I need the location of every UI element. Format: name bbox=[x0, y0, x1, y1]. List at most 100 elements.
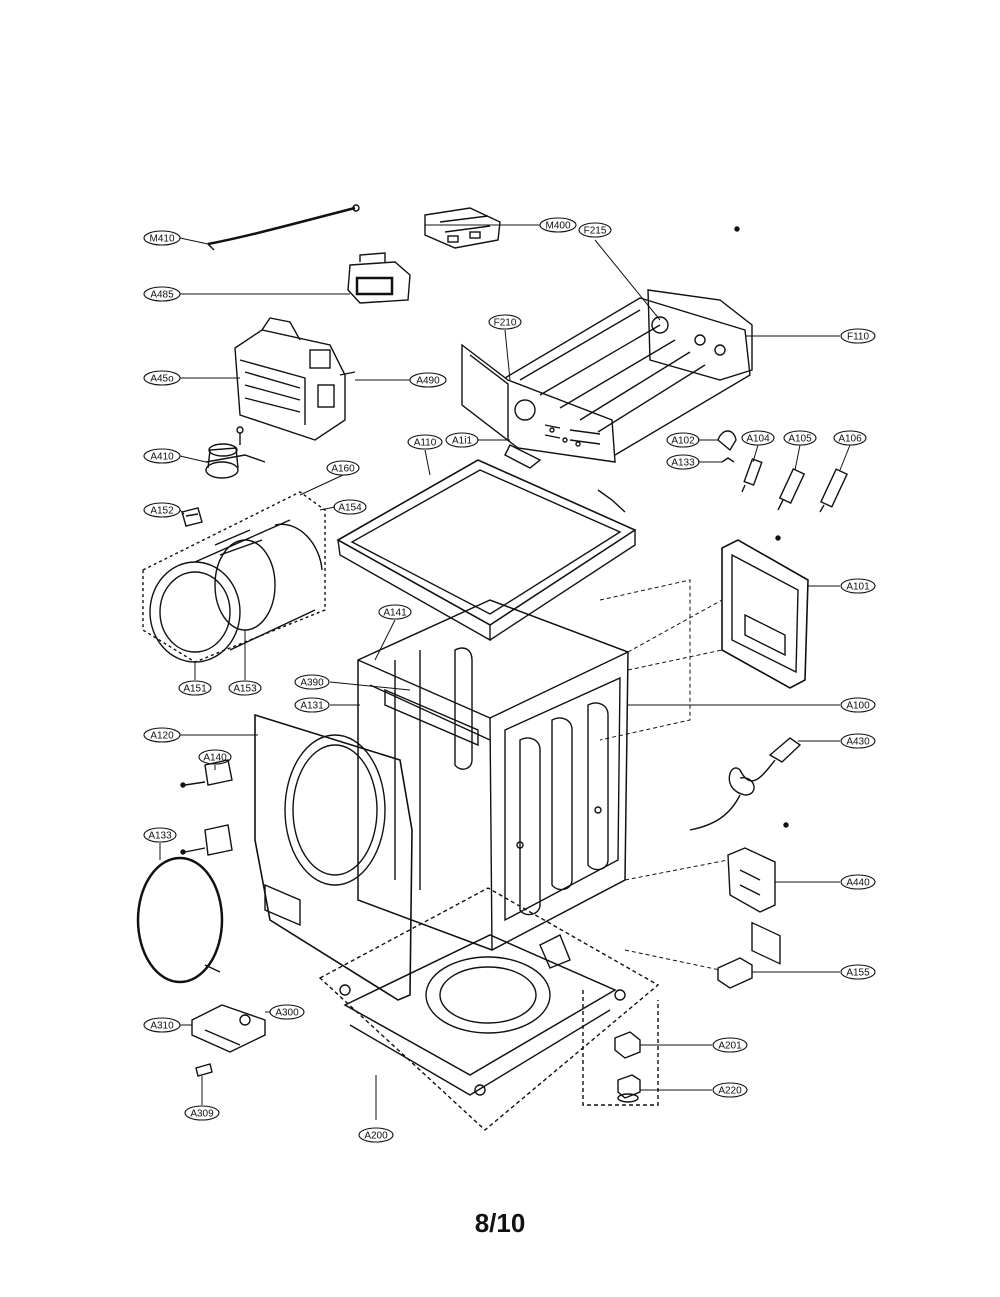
part-control-board-a450 bbox=[234, 317, 356, 441]
part-front-panel-a120 bbox=[254, 713, 413, 1001]
part-hinges-a140 bbox=[180, 759, 233, 856]
label-a100: A100 bbox=[840, 697, 876, 713]
label-a141: A141 bbox=[378, 604, 412, 620]
label-a390: A390 bbox=[294, 674, 330, 690]
svg-text:A141: A141 bbox=[383, 608, 407, 619]
label-a120: A120 bbox=[143, 727, 181, 743]
part-small-fittings bbox=[717, 430, 848, 513]
svg-text:A120: A120 bbox=[150, 731, 174, 742]
svg-text:A410: A410 bbox=[150, 452, 174, 463]
label-a140: A140 bbox=[198, 749, 232, 765]
label-m410: M410 bbox=[143, 230, 181, 246]
svg-text:A110: A110 bbox=[414, 438, 437, 449]
part-top-plate-a110 bbox=[336, 444, 637, 642]
svg-text:A430: A430 bbox=[846, 737, 870, 748]
label-a153: A153 bbox=[228, 680, 262, 696]
part-base-a200 bbox=[318, 887, 660, 1131]
label-a300: A300 bbox=[269, 1004, 305, 1020]
part-control-panel-f210 bbox=[461, 343, 616, 463]
svg-text:M400: M400 bbox=[545, 221, 570, 232]
svg-text:A153: A153 bbox=[233, 684, 257, 695]
svg-text:A200: A200 bbox=[364, 1131, 388, 1142]
label-a490: A490 bbox=[409, 372, 447, 388]
svg-text:F210: F210 bbox=[494, 318, 517, 329]
part-module-m400 bbox=[424, 207, 501, 249]
svg-text:A160: A160 bbox=[331, 464, 355, 475]
leader-lines bbox=[159, 224, 851, 1120]
part-cabinet-a100 bbox=[357, 599, 629, 951]
svg-text:A201: A201 bbox=[718, 1041, 742, 1052]
label-a111: A1i1 bbox=[445, 432, 479, 448]
part-tub-drum-a160 bbox=[142, 491, 326, 663]
svg-text:A100: A100 bbox=[846, 701, 870, 712]
svg-text:A309: A309 bbox=[190, 1109, 214, 1120]
label-a220: A220 bbox=[712, 1082, 748, 1098]
svg-text:A440: A440 bbox=[846, 878, 870, 889]
part-detergent-drawer-f110 bbox=[504, 226, 753, 456]
svg-text:A101: A101 bbox=[846, 582, 870, 593]
label-f110: F110 bbox=[840, 328, 876, 344]
label-a104: A104 bbox=[741, 430, 775, 446]
label-f210: F210 bbox=[488, 314, 522, 330]
part-wire-harness-m410 bbox=[207, 204, 360, 251]
part-cap-a155 bbox=[717, 957, 753, 989]
label-a101: A101 bbox=[840, 578, 876, 594]
label-f215: F215 bbox=[578, 222, 612, 238]
label-a105: A105 bbox=[783, 430, 817, 446]
part-screw-a309 bbox=[195, 1063, 213, 1077]
svg-text:F110: F110 bbox=[847, 332, 869, 343]
label-a155: A155 bbox=[840, 964, 876, 980]
label-a450: A45o bbox=[143, 370, 181, 386]
part-valve-a410 bbox=[205, 426, 266, 479]
svg-text:A155: A155 bbox=[846, 968, 870, 979]
svg-text:A310: A310 bbox=[150, 1021, 174, 1032]
part-lower-cover-a300 bbox=[191, 1004, 266, 1053]
label-a152: A152 bbox=[143, 502, 181, 518]
svg-text:A102: A102 bbox=[671, 436, 695, 447]
label-a133-left: A133 bbox=[143, 827, 177, 843]
svg-text:A490: A490 bbox=[416, 376, 440, 387]
svg-text:M410: M410 bbox=[149, 234, 174, 245]
svg-text:A131: A131 bbox=[300, 701, 324, 712]
page-number: 8/10 bbox=[474, 1208, 526, 1238]
label-a200: A200 bbox=[358, 1127, 394, 1143]
svg-text:A300: A300 bbox=[275, 1008, 299, 1019]
label-m400: M400 bbox=[539, 217, 577, 233]
label-a485: A485 bbox=[143, 286, 181, 302]
label-a131: A131 bbox=[294, 697, 330, 713]
label-a133-right: A133 bbox=[666, 454, 700, 470]
label-a440: A440 bbox=[840, 874, 876, 890]
svg-text:A45o: A45o bbox=[150, 374, 174, 385]
svg-text:A140: A140 bbox=[203, 753, 227, 764]
svg-text:A390: A390 bbox=[300, 678, 324, 689]
svg-text:A105: A105 bbox=[788, 434, 812, 445]
svg-text:A104: A104 bbox=[746, 434, 770, 445]
part-power-cord-a430 bbox=[689, 737, 802, 831]
svg-text:A485: A485 bbox=[150, 290, 174, 301]
svg-text:A1i1: A1i1 bbox=[452, 436, 472, 447]
label-a310: A310 bbox=[143, 1017, 181, 1033]
svg-text:A106: A106 bbox=[838, 434, 862, 445]
callout-labels: M410 M400 A485 F215 F210 F110 A45o A490 … bbox=[143, 217, 876, 1143]
label-a430: A430 bbox=[840, 733, 876, 749]
projection-lines bbox=[599, 579, 729, 971]
label-a309: A309 bbox=[184, 1105, 220, 1121]
label-a154: A154 bbox=[333, 499, 367, 515]
svg-text:A133: A133 bbox=[148, 831, 172, 842]
svg-text:A154: A154 bbox=[338, 503, 362, 514]
label-a102: A102 bbox=[666, 432, 700, 448]
part-clamp-ring-a133 bbox=[136, 856, 224, 984]
svg-text:F215: F215 bbox=[584, 226, 607, 237]
svg-text:A151: A151 bbox=[183, 684, 207, 695]
label-a160: A160 bbox=[326, 460, 360, 476]
label-a201: A201 bbox=[712, 1037, 748, 1053]
label-a151: A151 bbox=[178, 680, 212, 696]
svg-text:A220: A220 bbox=[718, 1086, 742, 1097]
part-back-cover-a101 bbox=[721, 535, 809, 965]
label-a106: A106 bbox=[833, 430, 867, 446]
svg-text:A133: A133 bbox=[671, 458, 695, 469]
part-pcb-a485 bbox=[347, 252, 411, 304]
svg-text:A152: A152 bbox=[150, 506, 174, 517]
label-a410: A410 bbox=[143, 448, 181, 464]
